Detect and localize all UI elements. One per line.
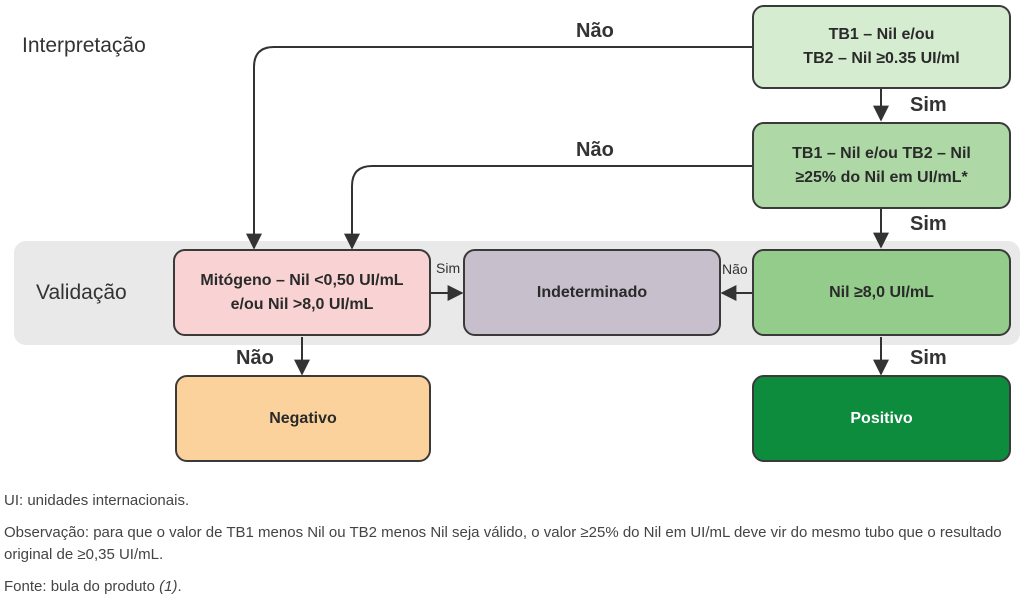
edge-label-nao-nil: Não bbox=[722, 261, 748, 277]
edge-label-nao-top: Não bbox=[576, 20, 614, 42]
edge-label-nao-negative: Não bbox=[236, 347, 274, 369]
node-line: Nil ≥8,0 UI/mL bbox=[829, 283, 934, 301]
note-source-ref: (1) bbox=[159, 578, 178, 595]
note-source-suffix: . bbox=[177, 578, 182, 595]
edge-label-sim-positive: Sim bbox=[910, 347, 947, 369]
validation-label: Validação bbox=[36, 281, 127, 304]
footnotes: UI: unidades internacionais. Observação:… bbox=[4, 490, 1022, 608]
node-line: Negativo bbox=[269, 409, 337, 427]
node-line: Mitógeno – Nil <0,50 UI/mL bbox=[200, 271, 404, 289]
edge-label-nao-mid: Não bbox=[576, 139, 614, 161]
note-source-prefix: Fonte: bula do produto bbox=[4, 578, 160, 595]
node-line: e/ou Nil >8,0 UI/mL bbox=[230, 295, 374, 313]
edge-label-sim-2: Sim bbox=[910, 213, 947, 235]
node-tb-nil-25pct: TB1 – Nil e/ou TB2 – Nil ≥25% do Nil em … bbox=[752, 122, 1011, 209]
node-line: Indeterminado bbox=[536, 283, 648, 301]
node-positive: Positivo bbox=[752, 375, 1011, 462]
note-source: Fonte: bula do produto (1). bbox=[4, 576, 1022, 598]
edge-tb035-no-to-mitogen bbox=[246, 46, 752, 250]
note-observation: Observação: para que o valor de TB1 meno… bbox=[4, 524, 1002, 563]
interpretation-label: Interpretação bbox=[22, 34, 146, 57]
node-line: TB1 – Nil e/ou TB2 – Nil bbox=[792, 144, 971, 162]
node-tb-nil-035: TB1 – Nil e/ou TB2 – Nil ≥0.35 UI/ml bbox=[752, 5, 1011, 89]
edge-label-sim-1: Sim bbox=[910, 94, 947, 116]
note-ui: UI: unidades internacionais. bbox=[4, 492, 190, 509]
node-line: TB1 – Nil e/ou bbox=[828, 26, 935, 43]
node-line: TB2 – Nil ≥0.35 UI/ml bbox=[803, 50, 960, 67]
node-line: ≥25% do Nil em UI/mL* bbox=[795, 168, 968, 186]
node-indeterminate: Indeterminado bbox=[463, 249, 721, 336]
edge-label-sim-mitogen: Sim bbox=[436, 260, 461, 276]
node-negative: Negativo bbox=[175, 375, 431, 462]
node-line: Positivo bbox=[850, 409, 913, 427]
edge-tb25-no-to-mitogen bbox=[344, 165, 752, 250]
node-nil-8: Nil ≥8,0 UI/mL bbox=[752, 249, 1011, 336]
node-mitogen: Mitógeno – Nil <0,50 UI/mL e/ou Nil >8,0… bbox=[173, 249, 431, 336]
